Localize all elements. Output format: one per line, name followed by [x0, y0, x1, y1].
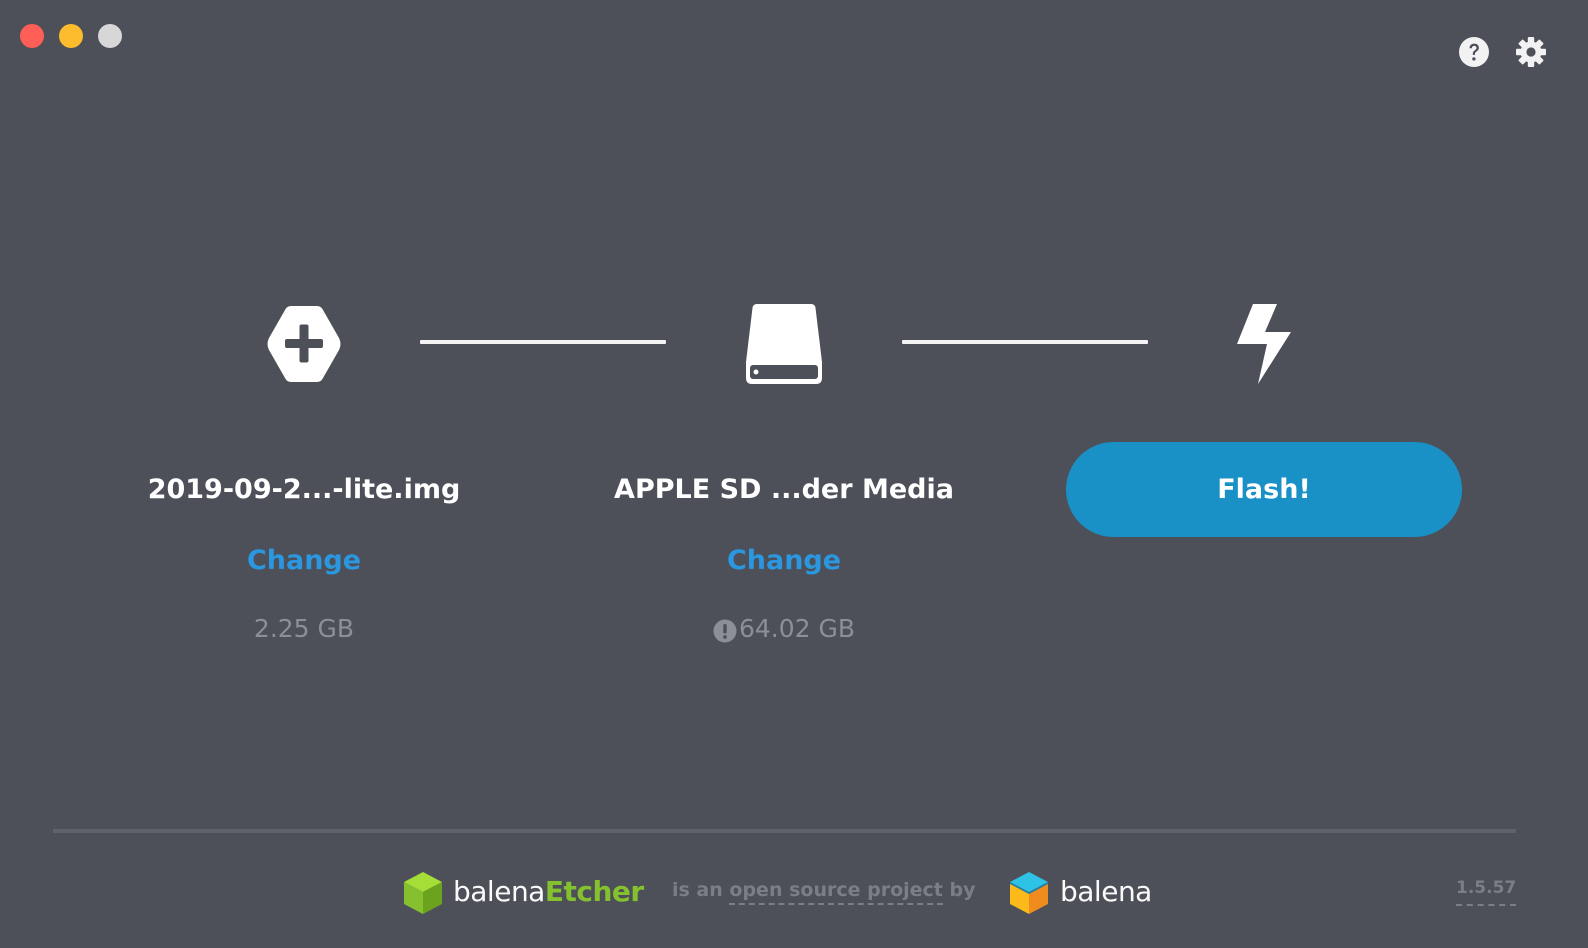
- image-step: 2019-09-2...-lite.img Change 2.25 GB: [114, 470, 494, 647]
- drive-name: APPLE SD ...der Media: [614, 474, 954, 505]
- tagline-prefix: is an: [672, 879, 730, 901]
- step-connector-1: [420, 340, 666, 344]
- question-circle-icon[interactable]: [1457, 35, 1491, 69]
- drive-step: APPLE SD ...der Media Change 64.02 GB: [594, 470, 974, 647]
- etcher-brand-part1: balena: [453, 875, 545, 908]
- version-label[interactable]: 1.5.57: [1456, 876, 1517, 906]
- drive-size-row: 64.02 GB: [594, 611, 974, 647]
- balena-cube-logo-icon[interactable]: [1008, 870, 1050, 916]
- window-minimize-button[interactable]: [59, 24, 83, 48]
- footer-tagline: is an open source project by: [672, 876, 976, 905]
- etcher-brand-part2: Etcher: [544, 875, 644, 908]
- open-source-link[interactable]: open source project: [729, 879, 943, 905]
- window-close-button[interactable]: [20, 24, 44, 48]
- image-size: 2.25 GB: [253, 614, 355, 643]
- footer-divider: [53, 829, 1516, 833]
- etcher-brand-text[interactable]: balenaEtcher: [453, 872, 644, 912]
- drive-size: 64.02 GB: [738, 614, 856, 643]
- etcher-cube-logo-icon[interactable]: [402, 870, 444, 916]
- tagline-suffix: by: [942, 879, 976, 901]
- image-size-row: 2.25 GB: [114, 611, 494, 647]
- balena-brand-text[interactable]: balena: [1060, 875, 1152, 908]
- lightning-bolt-icon: [1225, 302, 1305, 386]
- change-image-link[interactable]: Change: [246, 545, 362, 576]
- flash-button[interactable]: Flash!: [1066, 442, 1462, 537]
- change-drive-link[interactable]: Change: [726, 545, 842, 576]
- image-filename: 2019-09-2...-lite.img: [147, 474, 461, 505]
- footer: balenaEtcher is an open source project b…: [0, 866, 1588, 920]
- step-connector-2: [902, 340, 1148, 344]
- window-maximize-button[interactable]: [98, 24, 122, 48]
- exclamation-circle-icon[interactable]: [713, 617, 737, 643]
- hexagon-plus-icon[interactable]: [263, 302, 345, 386]
- drive-icon: [743, 302, 825, 386]
- gear-icon[interactable]: [1514, 35, 1548, 69]
